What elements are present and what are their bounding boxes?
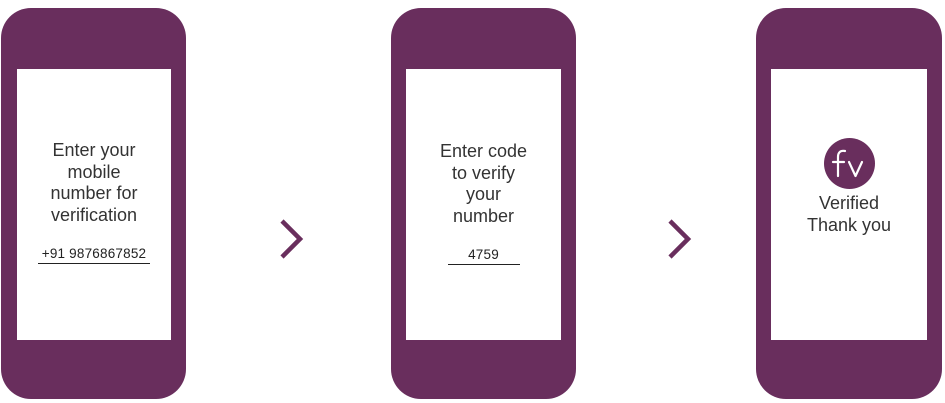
prompt-line: number: [452, 205, 515, 226]
phone-step-3: Verified Thank you: [756, 8, 942, 399]
prompt-line: mobile: [67, 161, 121, 182]
mobile-number-input[interactable]: +91 9876867852: [37, 246, 151, 264]
verification-code-input[interactable]: 4759: [447, 247, 520, 265]
fv-logo-icon: [823, 138, 875, 189]
prompt-text: Enter code to verify your number: [440, 141, 527, 227]
prompt-line: Enter code: [439, 141, 528, 161]
phone-step-2: Enter code to verify your number 4759: [391, 8, 576, 399]
chevron-right-icon: [280, 219, 304, 259]
phone-screen-step-3: Verified Thank you: [771, 69, 927, 340]
prompt-line: Enter your: [52, 140, 136, 160]
chevron-right-icon: [668, 219, 692, 259]
prompt-line: Verified: [818, 193, 880, 213]
prompt-line: Thank you: [806, 214, 892, 235]
phone-screen-step-2: Enter code to verify your number 4759: [406, 69, 561, 340]
prompt-line: verification: [50, 204, 138, 225]
prompt-line: to verify: [451, 162, 516, 183]
phone-step-1: Enter your mobile number for verificatio…: [1, 8, 186, 399]
fv-logo-glyph: [831, 149, 863, 178]
prompt-line: your: [465, 184, 501, 204]
prompt-text: Enter your mobile number for verificatio…: [50, 140, 137, 226]
prompt-line: number for: [50, 183, 138, 203]
phone-screen-step-1: Enter your mobile number for verificatio…: [17, 69, 171, 340]
confirmation-text: Verified Thank you: [807, 193, 891, 236]
